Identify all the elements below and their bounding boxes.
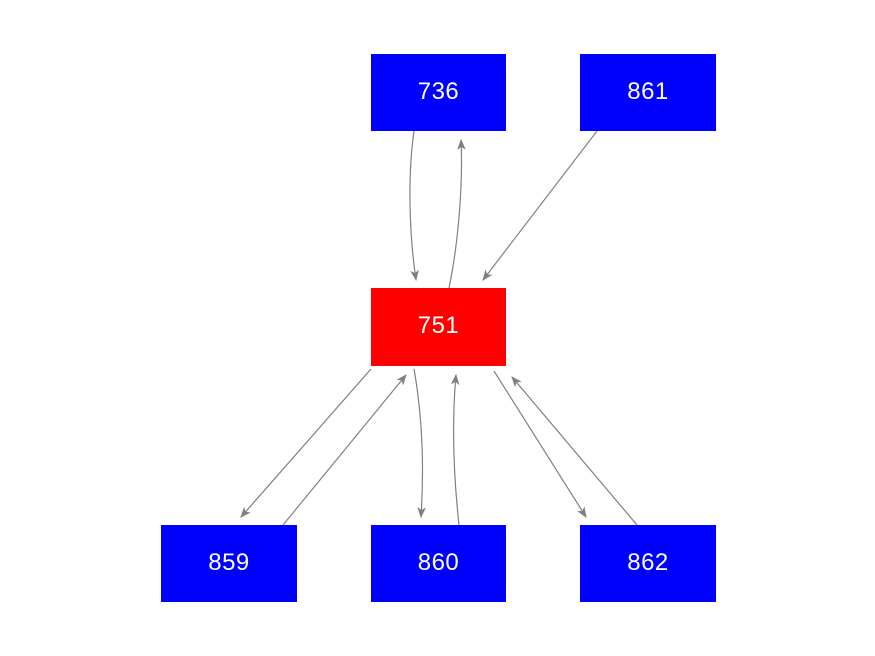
graph-node-751[interactable]: 751: [371, 288, 506, 366]
graph-edge: [282, 374, 407, 526]
graph-node-label: 859: [208, 548, 250, 576]
graph-node-label: 861: [627, 77, 669, 105]
graph-edge: [493, 370, 587, 519]
graph-edge: [409, 130, 419, 282]
graph-edge: [240, 368, 372, 518]
graph-edge: [482, 130, 598, 281]
graph-node-736[interactable]: 736: [371, 54, 506, 131]
graph-node-label: 862: [627, 548, 669, 576]
graph-edge: [450, 373, 460, 526]
graph-node-label: 860: [417, 548, 460, 576]
graph-edge: [413, 368, 426, 519]
graph-node-861[interactable]: 861: [580, 54, 716, 131]
graph-node-859[interactable]: 859: [161, 525, 297, 602]
graph-node-860[interactable]: 860: [371, 525, 506, 602]
graph-node-label: 751: [417, 312, 460, 339]
graph-node-862[interactable]: 862: [580, 525, 716, 602]
graph-edge: [511, 376, 638, 526]
graph-edge: [448, 138, 466, 289]
graph-node-label: 736: [417, 77, 460, 105]
